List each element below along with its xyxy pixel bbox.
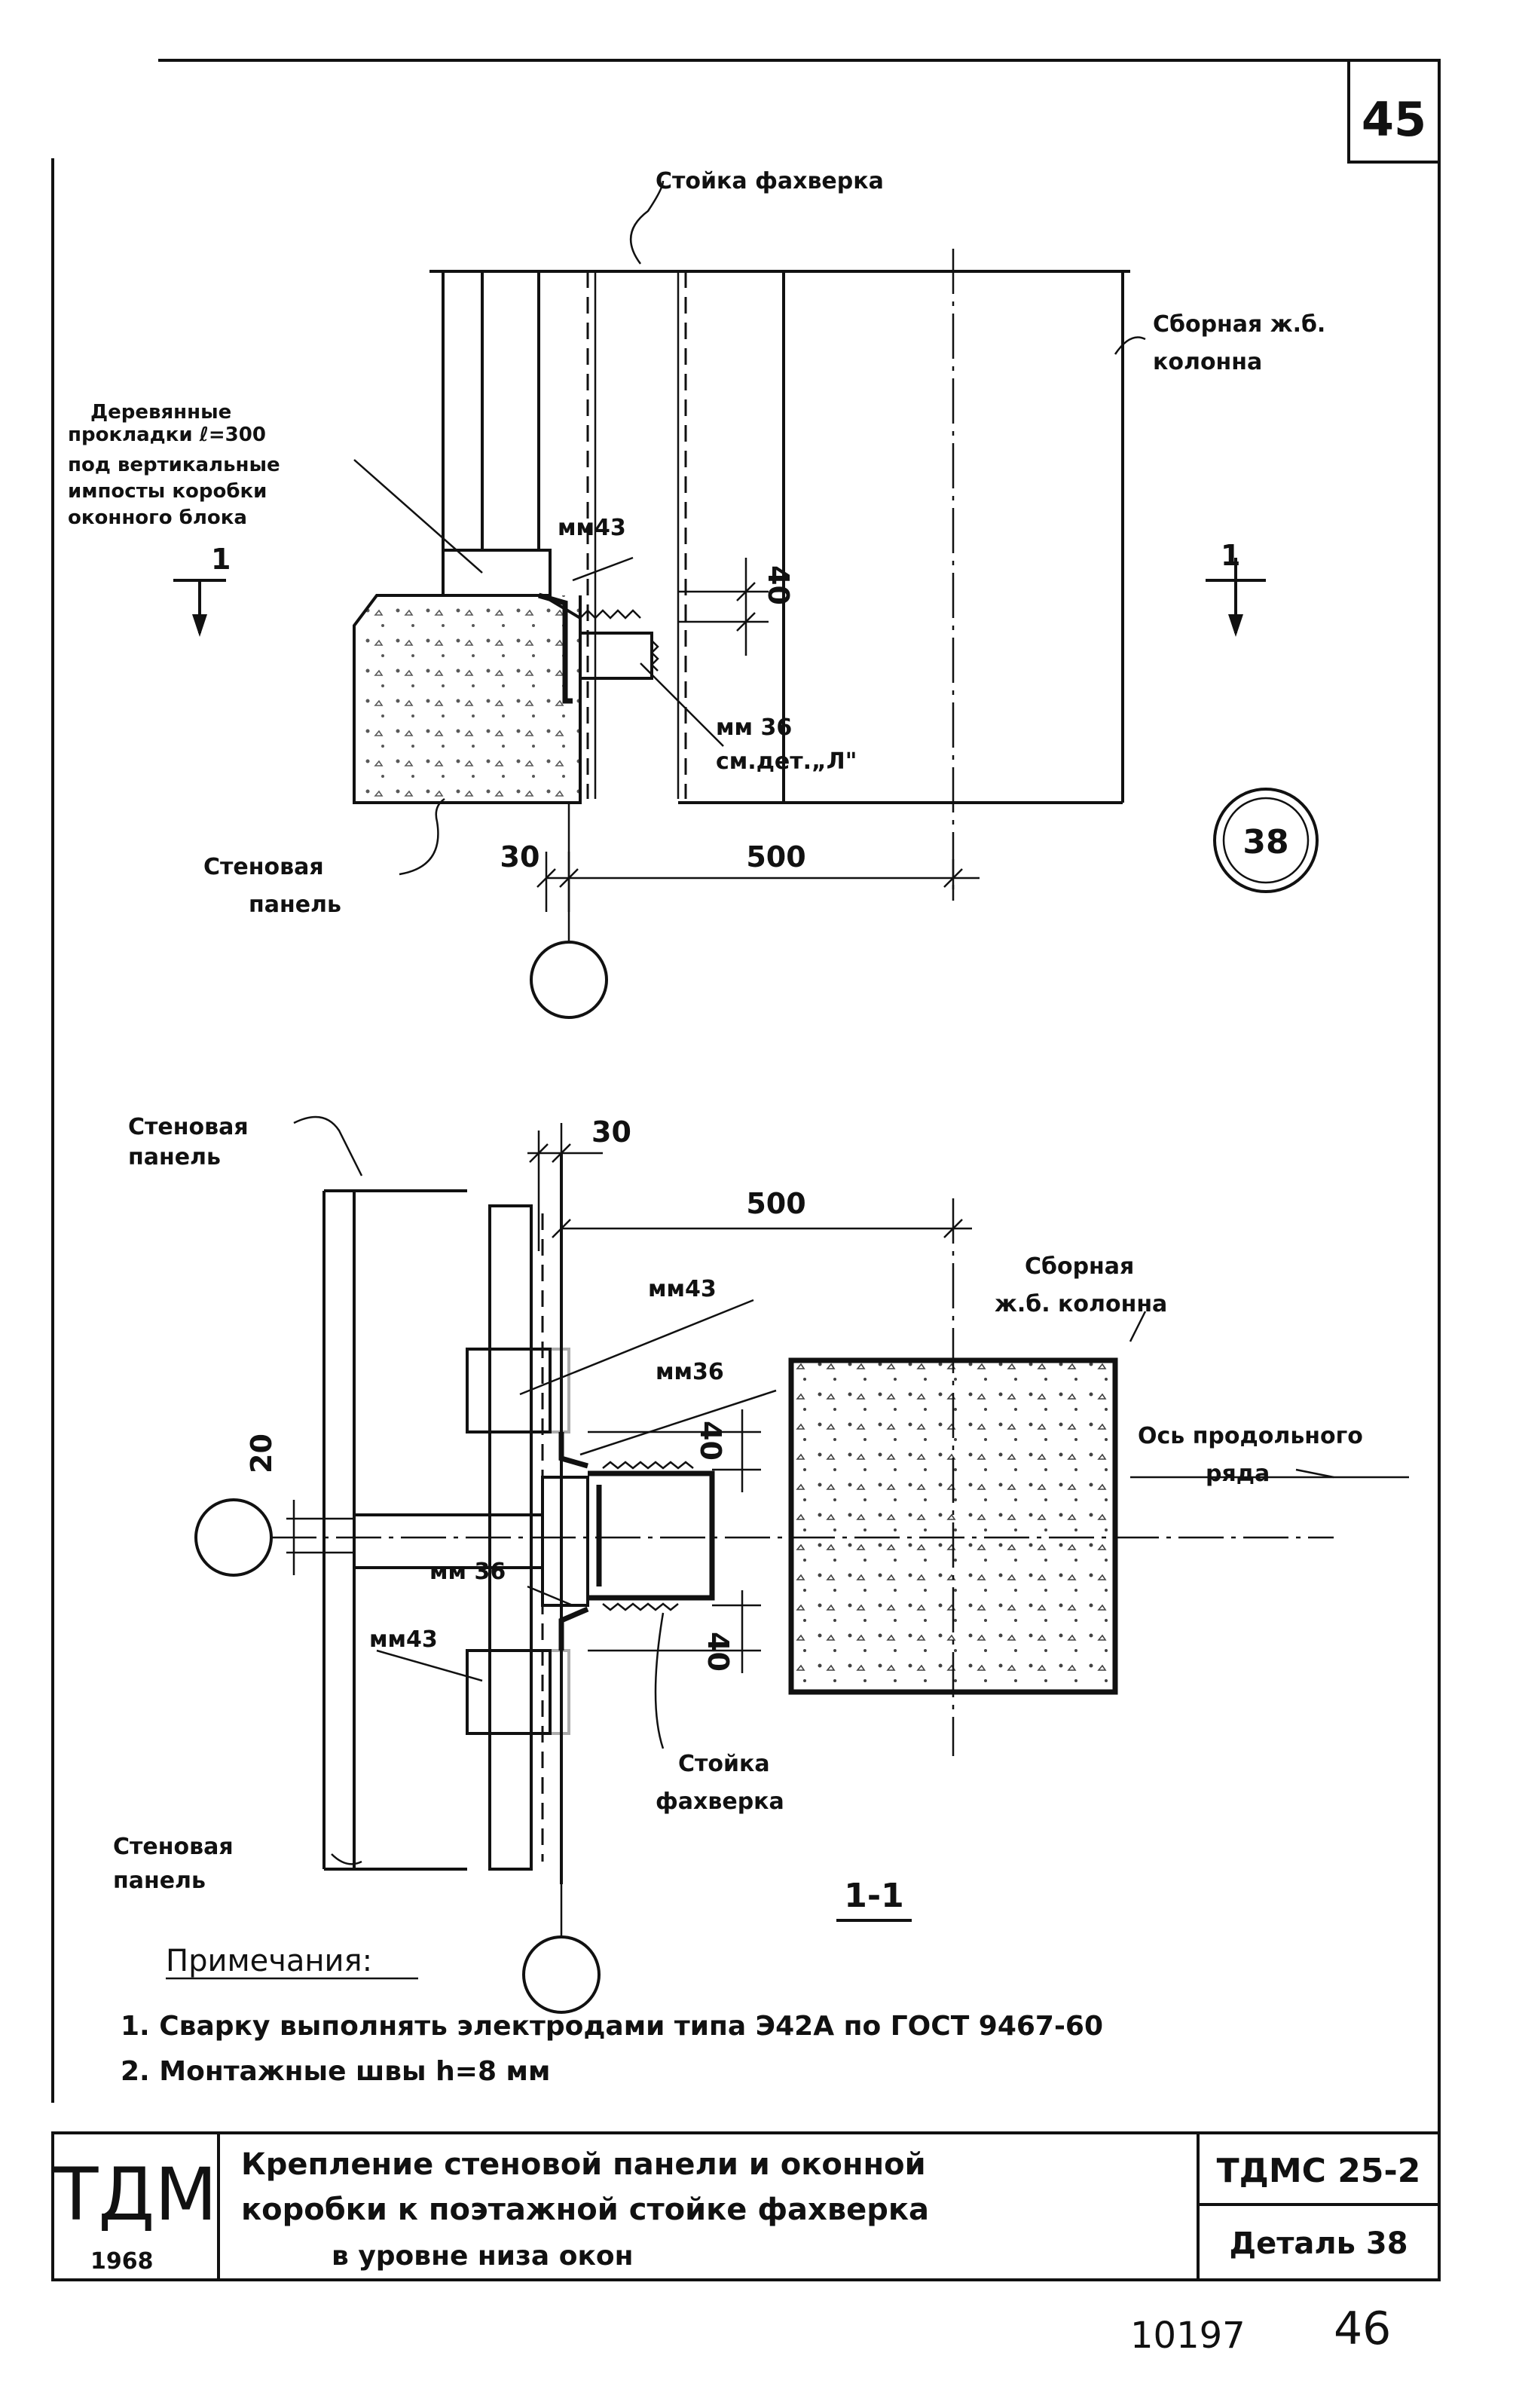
dim-40: 40 — [762, 565, 795, 605]
label-column-1: Сборная ж.б. — [1153, 311, 1325, 338]
section-label-column-2: ж.б. колонна — [995, 1291, 1167, 1317]
page-number: 46 — [1334, 2302, 1391, 2355]
section-label-column-1: Сборная — [1025, 1253, 1134, 1280]
section-dim-500: 500 — [746, 1187, 805, 1220]
section-view: 30 500 20 40 40 Стеновая панель Сборна — [113, 1114, 1409, 2014]
label-pads-3: под вертикальные — [68, 454, 280, 476]
section-label-mm43-bottom: мм43 — [369, 1626, 438, 1653]
title-detail: Деталь 38 — [1229, 2226, 1408, 2261]
label-pads-2: прокладки ℓ=300 — [68, 424, 266, 446]
section-dim-40-top: 40 — [694, 1421, 727, 1461]
notes: Примечания: 1. Сварку выполнять электрод… — [121, 1944, 1103, 2087]
section-label-mm36-top: мм36 — [656, 1359, 724, 1385]
label-ref-detail: см.дет.„Л" — [716, 748, 857, 775]
label-pads-4: импосты коробки — [68, 480, 267, 503]
sheet-number: 45 — [1362, 92, 1426, 147]
note-item-1: 1. Сварку выполнять электродами типа Э42… — [121, 2011, 1103, 2042]
sheet-number-box: 45 — [1347, 59, 1441, 164]
section-dim-20: 20 — [245, 1433, 278, 1473]
footer: 10197 46 — [1130, 2302, 1391, 2357]
sheet-frame — [51, 59, 1441, 2133]
section-label-post-1: Стойка — [678, 1751, 770, 1777]
title-year: 1968 — [90, 2248, 154, 2275]
title-line-1: Крепление стеновой панели и оконной — [241, 2147, 926, 2182]
section-mark-left: 1 — [211, 543, 231, 576]
title-line-3: в уровне низа окон — [332, 2241, 634, 2272]
section-label-panel-bottom-1: Стеновая — [113, 1834, 234, 1860]
label-column-2: колонна — [1153, 349, 1262, 375]
label-panel-2: панель — [249, 892, 341, 918]
note-item-2: 2. Монтажные швы h=8 мм — [121, 2056, 550, 2087]
section-dim-40-bottom: 40 — [701, 1632, 735, 1672]
section-label-mm36-mid: мм 36 — [429, 1559, 506, 1585]
section-label-post-2: фахверка — [656, 1788, 784, 1815]
section-dim-30: 30 — [591, 1115, 631, 1149]
dim-30: 30 — [500, 840, 540, 874]
section-label-panel-top-1: Стеновая — [128, 1114, 249, 1140]
section-label-axis-1: Ось продольного — [1138, 1423, 1363, 1449]
section-label-mm43-top: мм43 — [648, 1276, 717, 1302]
dim-500: 500 — [746, 840, 805, 874]
inventory-number: 10197 — [1130, 2315, 1246, 2357]
elevation-view: 40 30 500 1 1 Стойка фахверка Сборная ж.… — [68, 168, 1325, 1019]
label-mm43: мм43 — [558, 515, 626, 541]
label-panel-1: Стеновая — [203, 854, 324, 880]
title-line-2: коробки к поэтажной стойке фахверка — [241, 2192, 929, 2227]
label-pads-5: оконного блока — [68, 506, 247, 529]
label-mm36: мм 36 — [716, 714, 792, 741]
notes-heading: Примечания: — [166, 1944, 372, 1978]
section-label-axis-2: ряда — [1206, 1461, 1270, 1487]
section-mark-right: 1 — [1221, 539, 1240, 572]
title-series: ТДМС 25-2 — [1217, 2152, 1421, 2190]
label-post: Стойка фахверка — [656, 168, 884, 194]
title-block: ТДМ 1968 Крепление стеновой панели и око… — [51, 2131, 1441, 2281]
detail-number: 38 — [1242, 823, 1288, 861]
section-label-panel-top-2: панель — [128, 1144, 221, 1170]
section-title: 1-1 — [844, 1877, 904, 1915]
logo-tdm: ТДМ — [53, 2153, 217, 2237]
label-pads-1: Деревянные — [90, 401, 231, 424]
section-label-panel-bottom-2: панель — [113, 1868, 206, 1894]
